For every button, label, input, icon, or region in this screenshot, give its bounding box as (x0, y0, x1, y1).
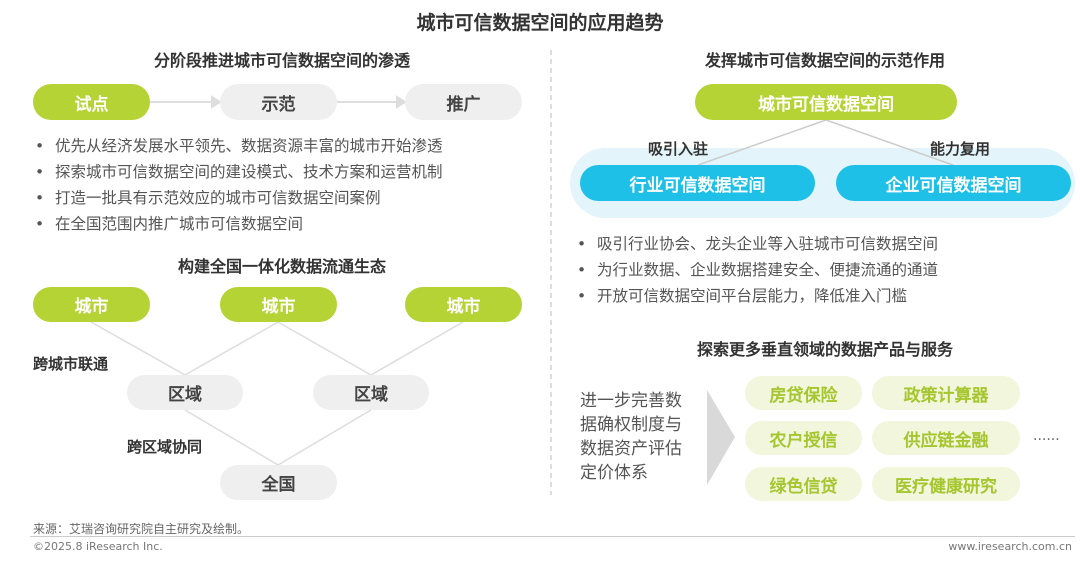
right-subtitle-1: 发挥城市可信数据空间的示范作用 (704, 51, 945, 70)
desc-line: 进一步完善数 (580, 391, 682, 411)
bullet: 开放可信数据空间平台层能力，降低准入门槛 (575, 283, 938, 309)
source-note: 来源：艾瑞咨询研究院自主研究及绘制。 (33, 522, 250, 536)
product-tag: 房贷保险 (745, 376, 862, 410)
left-bullets: 优先从经济发展水平领先、数据资源丰富的城市开始渗透 探索城市可信数据空间的建设模… (33, 133, 443, 237)
bullet: 打造一批具有示范效应的城市可信数据空间案例 (33, 185, 443, 211)
desc-text: 进一步完善数 据确权制度与 数据资产评估 定价体系 (580, 389, 682, 485)
right-bullets: 吸引行业协会、龙头企业等入驻城市可信数据空间 为行业数据、企业数据搭建安全、便捷… (575, 231, 938, 309)
label-reuse: 能力复用 (930, 140, 991, 158)
bullet: 探索城市可信数据空间的建设模式、技术方案和运营机制 (33, 159, 443, 185)
industry-data-space: 行业可信数据空间 (580, 165, 815, 201)
city-data-space: 城市可信数据空间 (695, 84, 957, 120)
bullet: 在全国范围内推广城市可信数据空间 (33, 211, 443, 237)
product-tag: 政策计算器 (872, 376, 1020, 410)
label-cross-region: 跨区域协同 (127, 438, 203, 456)
stage-promote: 推广 (405, 84, 522, 120)
desc-line: 据确权制度与 (580, 415, 682, 435)
desc-line: 定价体系 (580, 463, 648, 483)
desc-line: 数据资产评估 (580, 439, 682, 459)
copyright: ©2025.8 iResearch Inc. (33, 540, 163, 553)
left-subtitle-2: 构建全国一体化数据流通生态 (177, 257, 386, 276)
stage-demo: 示范 (220, 84, 337, 120)
city-node: 城市 (220, 287, 337, 322)
nation-node: 全国 (220, 465, 337, 500)
city-node: 城市 (33, 287, 150, 322)
bullet: 优先从经济发展水平领先、数据资源丰富的城市开始渗透 (33, 133, 443, 159)
ellipsis: ...... (1033, 428, 1060, 444)
product-tag: 绿色信贷 (745, 467, 862, 501)
bullet: 吸引行业协会、龙头企业等入驻城市可信数据空间 (575, 231, 938, 257)
right-subtitle-2: 探索更多垂直领域的数据产品与服务 (696, 340, 953, 359)
product-tag: 农户授信 (745, 421, 862, 455)
product-tag: 供应链金融 (872, 421, 1020, 455)
stage-pilot: 试点 (33, 84, 150, 120)
label-attract: 吸引入驻 (648, 140, 709, 158)
website-link: www.iresearch.com.cn (948, 540, 1072, 553)
enterprise-data-space: 企业可信数据空间 (836, 165, 1071, 201)
region-node: 区域 (127, 375, 243, 410)
product-tag: 医疗健康研究 (872, 467, 1020, 501)
left-subtitle-1: 分阶段推进城市可信数据空间的渗透 (153, 51, 410, 70)
city-node: 城市 (405, 287, 522, 322)
page-title: 城市可信数据空间的应用趋势 (416, 12, 664, 34)
chevron-arrow (707, 390, 735, 485)
footer-divider (30, 536, 1075, 537)
region-node: 区域 (313, 375, 429, 410)
bullet: 为行业数据、企业数据搭建安全、便捷流通的通道 (575, 257, 938, 283)
label-cross-city: 跨城市联通 (33, 355, 109, 373)
